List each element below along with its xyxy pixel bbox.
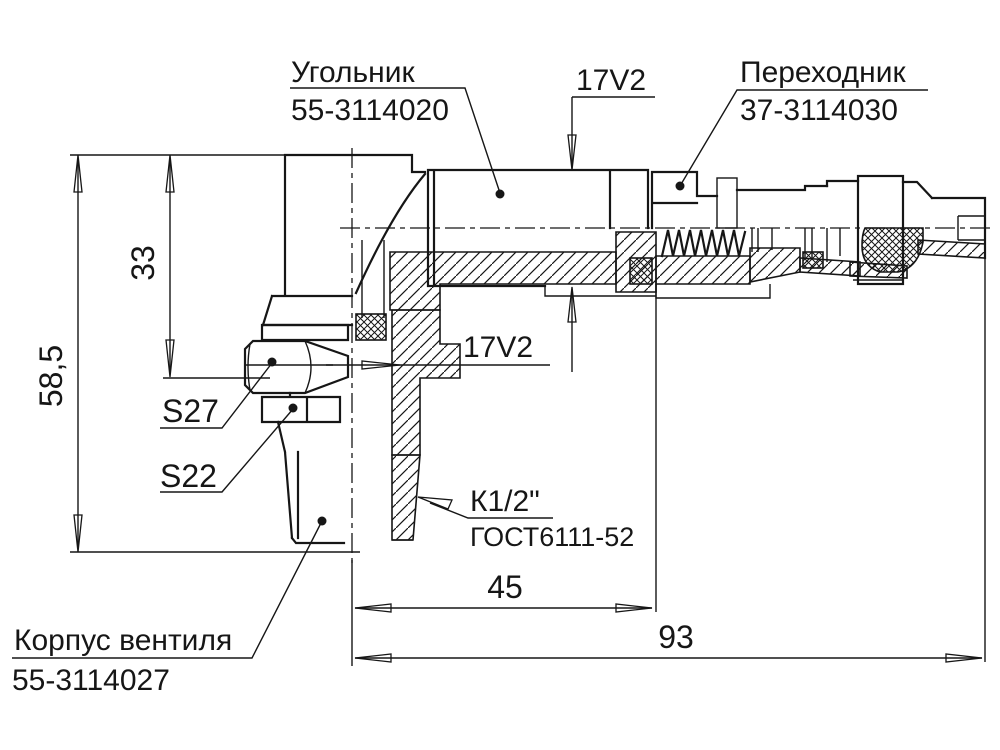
adapter-step-section <box>749 247 801 283</box>
dim-17v2-top-arrows <box>567 134 577 323</box>
dim-33-lines <box>163 158 270 379</box>
valve-core-parts <box>751 228 841 258</box>
elbow-lower-wall-section <box>389 251 617 311</box>
adapter-hex <box>650 170 719 230</box>
dim-45-arrows <box>354 603 653 613</box>
hex-s27-chamfers <box>247 340 312 394</box>
elbow-tail-tube <box>361 240 385 318</box>
dim-33-arrows <box>165 154 175 378</box>
gost-label: ГОСТ6111-52 <box>470 522 634 552</box>
labels-and-leaders: Угольник 55-3114020 Переходник 37-311403… <box>12 56 928 697</box>
valve-body-thread-section <box>391 454 421 541</box>
adapter-part <box>650 170 987 299</box>
k12-leader <box>429 502 553 519</box>
elbow-leader <box>290 87 501 194</box>
dim-17v2-top-text: 17V2 <box>576 64 646 97</box>
s22-leader <box>160 408 294 493</box>
dim-33-text: 33 <box>125 245 161 281</box>
dim-93-arrows <box>354 653 983 663</box>
dimensions: 58,5 33 17V2 17V2 45 93 <box>33 64 986 666</box>
valve-flange-band <box>260 323 350 342</box>
stem-housing-section <box>917 239 986 259</box>
stem-bore <box>957 215 985 241</box>
dim-17v2-top-lines <box>571 96 655 372</box>
adapter-lower-wall-section <box>655 255 751 285</box>
k12-label: К1/2" <box>470 485 540 518</box>
adapter-knurl-ring <box>716 177 738 229</box>
dim-17v2-side-text: 17V2 <box>463 331 533 364</box>
joint-seal <box>355 313 387 341</box>
spring <box>660 229 747 258</box>
valve-body-leader <box>12 520 323 659</box>
elbow-vertical-leg <box>283 153 427 297</box>
stem-outline <box>901 180 987 260</box>
adapter-label: Переходник <box>740 56 906 89</box>
union-seal <box>629 257 653 285</box>
dim-93-lines <box>355 258 986 662</box>
union-nut-outline <box>426 168 650 288</box>
elbow-bend-curve <box>354 172 427 295</box>
cap-lower-edges <box>826 228 904 281</box>
dim-45-text: 45 <box>487 569 523 605</box>
elbow-number: 55-3114020 <box>291 94 449 127</box>
valve-body-number: 55-3114027 <box>12 664 170 697</box>
s22-leader-dot <box>288 403 298 413</box>
adapter-lower-rim <box>655 284 771 299</box>
valve-body-part <box>243 294 413 545</box>
adapter-body-cylinder <box>735 184 829 192</box>
valve-top-flange <box>261 294 354 327</box>
dim-58-arrows <box>73 154 83 553</box>
taper-thread-k12 <box>276 420 346 545</box>
s22-label: S22 <box>160 458 217 494</box>
dim-93-text: 93 <box>658 619 694 655</box>
adapter-leader-dot <box>675 181 685 191</box>
cap-left-flange <box>825 179 860 188</box>
k12-leader-arrow <box>417 496 453 510</box>
elbow-label: Угольник <box>291 56 415 89</box>
seals <box>355 227 924 341</box>
valve-body-socket-section <box>391 309 461 456</box>
elbow-part <box>283 153 657 318</box>
dim-17v2-side-arrow <box>361 360 401 370</box>
core-seal <box>802 251 824 269</box>
dim-45-lines <box>351 296 657 666</box>
cap-rubber-seal <box>861 227 924 273</box>
valve-body-label: Корпус вентиля <box>14 624 232 657</box>
centerlines <box>340 148 995 565</box>
adapter-leader <box>679 89 928 187</box>
valve-body-leader-dot <box>317 516 327 526</box>
dim-58-lines <box>70 154 360 553</box>
s27-leader <box>160 362 273 429</box>
s27-leader-dot <box>267 357 277 367</box>
elbow-leader-dot <box>495 189 505 199</box>
dim-58-text: 58,5 <box>33 345 69 407</box>
adapter-number: 37-3114030 <box>740 94 898 127</box>
hex-s22 <box>260 391 342 424</box>
hex-s27 <box>243 339 350 395</box>
s27-label: S27 <box>162 393 219 429</box>
